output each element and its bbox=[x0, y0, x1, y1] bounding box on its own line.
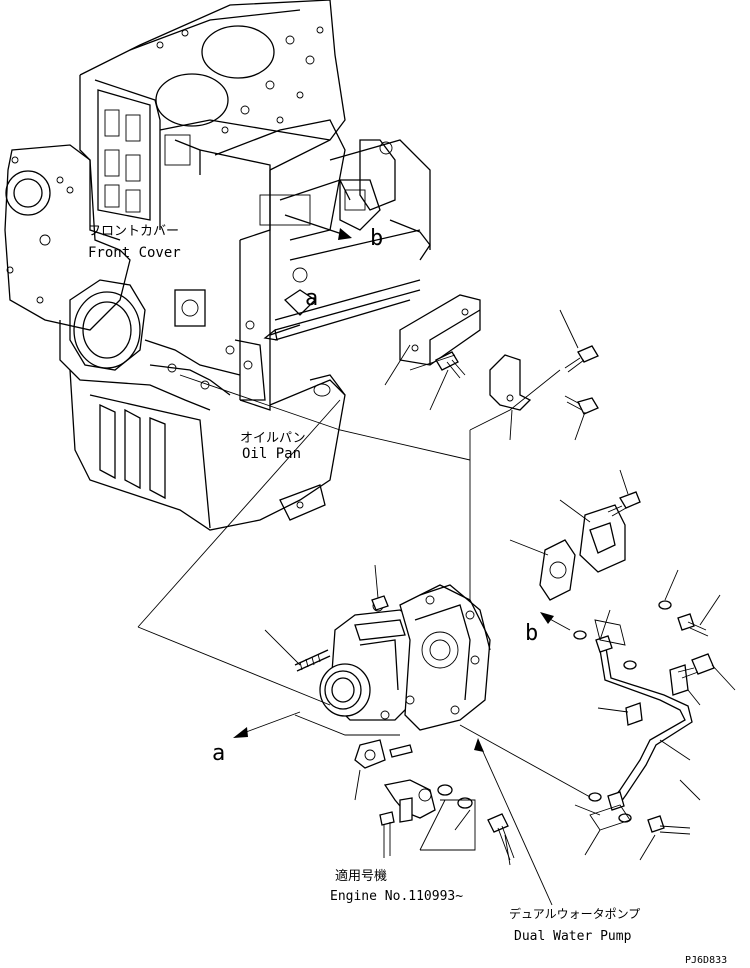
mounting-brackets bbox=[384, 294, 599, 441]
bolt-2-icon bbox=[564, 345, 599, 373]
front-cover-en-label: Front Cover bbox=[88, 245, 181, 261]
oil-pan-en-label: Oil Pan bbox=[242, 446, 301, 462]
bolt-7-icon bbox=[677, 613, 709, 637]
ref-b-pump-label: b bbox=[525, 621, 538, 646]
bolt-4-icon bbox=[607, 491, 641, 517]
lower-fittings bbox=[354, 739, 515, 866]
pipe-fitting-icon bbox=[595, 635, 625, 811]
oil-pan-jp-label: オイルパン bbox=[240, 431, 306, 446]
bolt-6-icon bbox=[487, 813, 515, 861]
bolt-5-icon bbox=[379, 811, 395, 858]
water-pump-en-label: Dual Water Pump bbox=[514, 929, 632, 944]
ref-b-engine-label: b bbox=[370, 226, 383, 251]
pipe-assembly bbox=[573, 569, 736, 861]
text-labels: フロントカバー Front Cover オイルパン Oil Pan a b a … bbox=[88, 224, 727, 966]
gasket-flange bbox=[509, 469, 641, 601]
clamp-icon bbox=[625, 664, 689, 726]
nut-icon bbox=[371, 595, 389, 611]
engine-block bbox=[4, 0, 431, 531]
engine-no-en-label: Engine No.110993~ bbox=[330, 889, 463, 904]
drawing-code-label: PJ6D833 bbox=[685, 955, 727, 966]
ref-a-pump-label: a bbox=[212, 741, 225, 766]
front-cover-jp-label: フロントカバー bbox=[88, 224, 179, 239]
water-pump-jp-label: デュアルウォータポンプ bbox=[509, 906, 640, 921]
stud-bolt-icon bbox=[294, 649, 331, 672]
bolt-3-icon bbox=[564, 395, 599, 415]
engine-no-jp-label: 適用号機 bbox=[335, 868, 387, 884]
washer-icon bbox=[437, 784, 473, 809]
ref-a-engine-label: a bbox=[305, 286, 318, 311]
connector-lines bbox=[137, 369, 591, 906]
dual-water-pump bbox=[264, 564, 491, 731]
bolt-8-icon bbox=[677, 653, 715, 679]
bolt-1-icon bbox=[435, 351, 466, 379]
bolt-9-icon bbox=[647, 815, 691, 835]
